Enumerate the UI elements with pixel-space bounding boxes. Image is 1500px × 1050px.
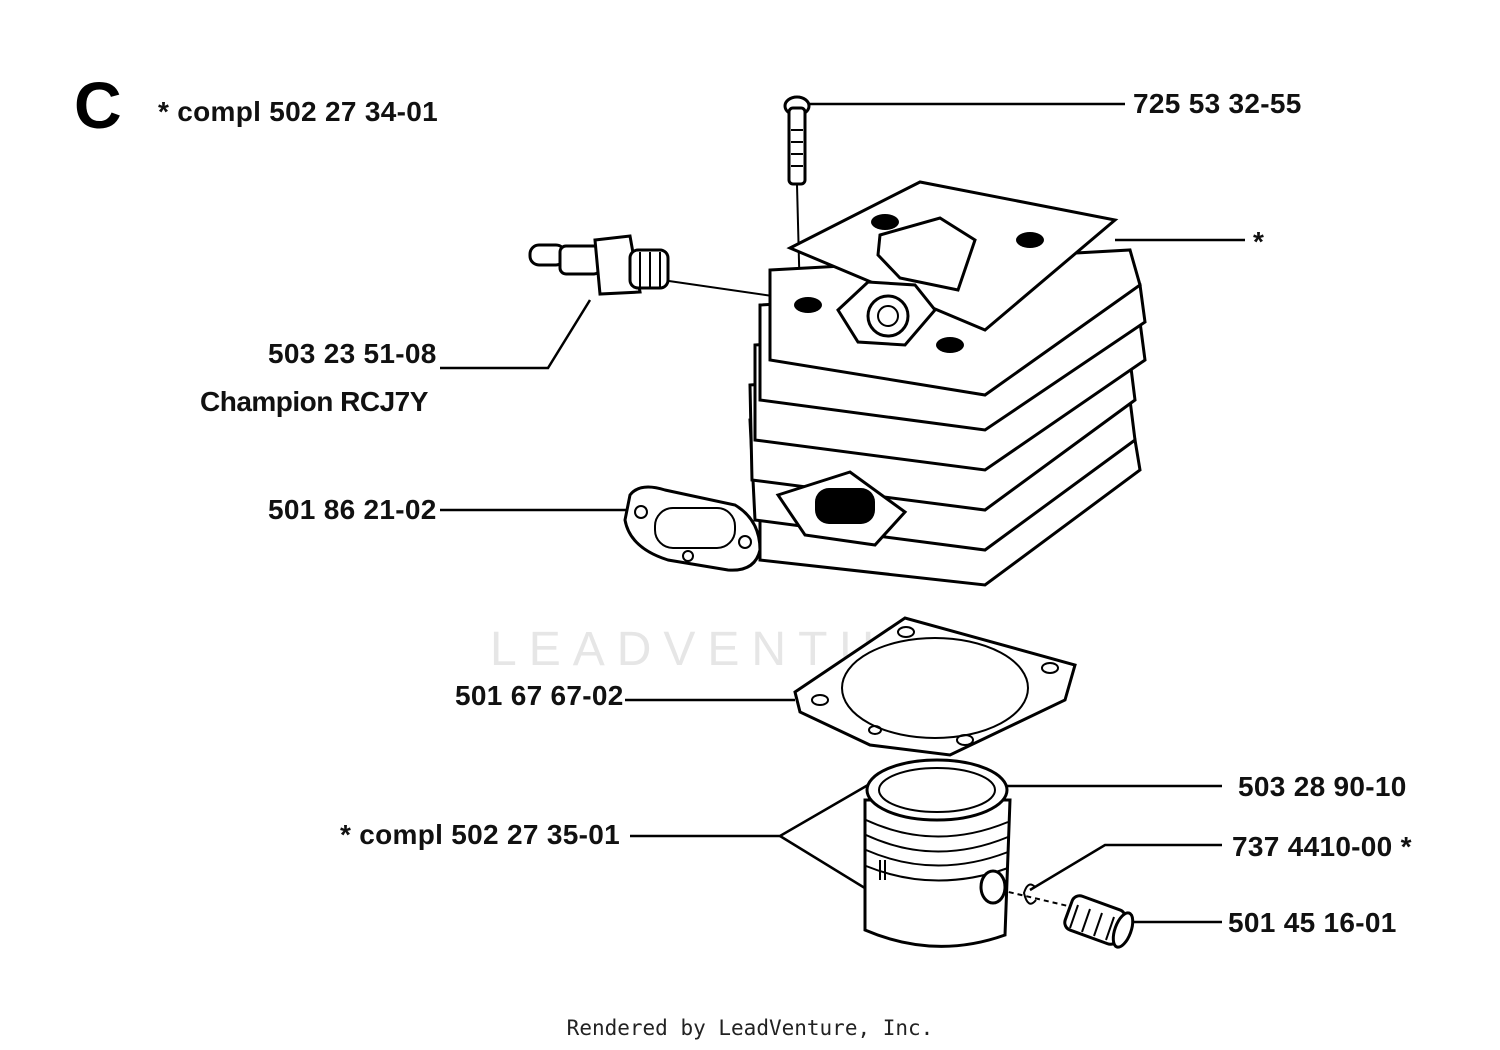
label-spark-plug: 503 23 51-08 [268, 338, 437, 369]
label-circlip: 737 4410-00 * [1232, 831, 1412, 862]
kit-label: * compl 502 27 34-01 [158, 96, 438, 127]
footer-credit: Rendered by LeadVenture, Inc. [566, 1016, 934, 1040]
section-letter: C [74, 68, 122, 142]
label-base-gasket: 501 67 67-02 [455, 680, 624, 711]
circlip-part [1022, 883, 1037, 905]
label-screw: 725 53 32-55 [1133, 88, 1302, 119]
label-needle-bearing: 501 45 16-01 [1228, 907, 1397, 938]
spark-plug-part [528, 234, 670, 296]
label-cylinder-star: * [1253, 226, 1265, 257]
leader-spark-plug [440, 299, 592, 370]
piston-part [863, 758, 1012, 948]
base-gasket-part [793, 616, 1077, 757]
label-spark-plug-type: Champion RCJ7Y [200, 386, 428, 417]
exhaust-gasket-part [623, 485, 762, 572]
leader-circlip [1029, 843, 1222, 892]
label-piston-kit: * compl 502 27 35-01 [340, 819, 620, 850]
cylinder-part [748, 180, 1147, 587]
leader-lines [440, 102, 1245, 924]
leader-piston-top [630, 783, 869, 838]
label-exhaust-gasket: 501 86 21-02 [268, 494, 437, 525]
needle-bearing-part [1063, 894, 1135, 949]
leader-piston-bottom [779, 834, 869, 892]
label-piston-ring: 503 28 90-10 [1238, 771, 1407, 802]
